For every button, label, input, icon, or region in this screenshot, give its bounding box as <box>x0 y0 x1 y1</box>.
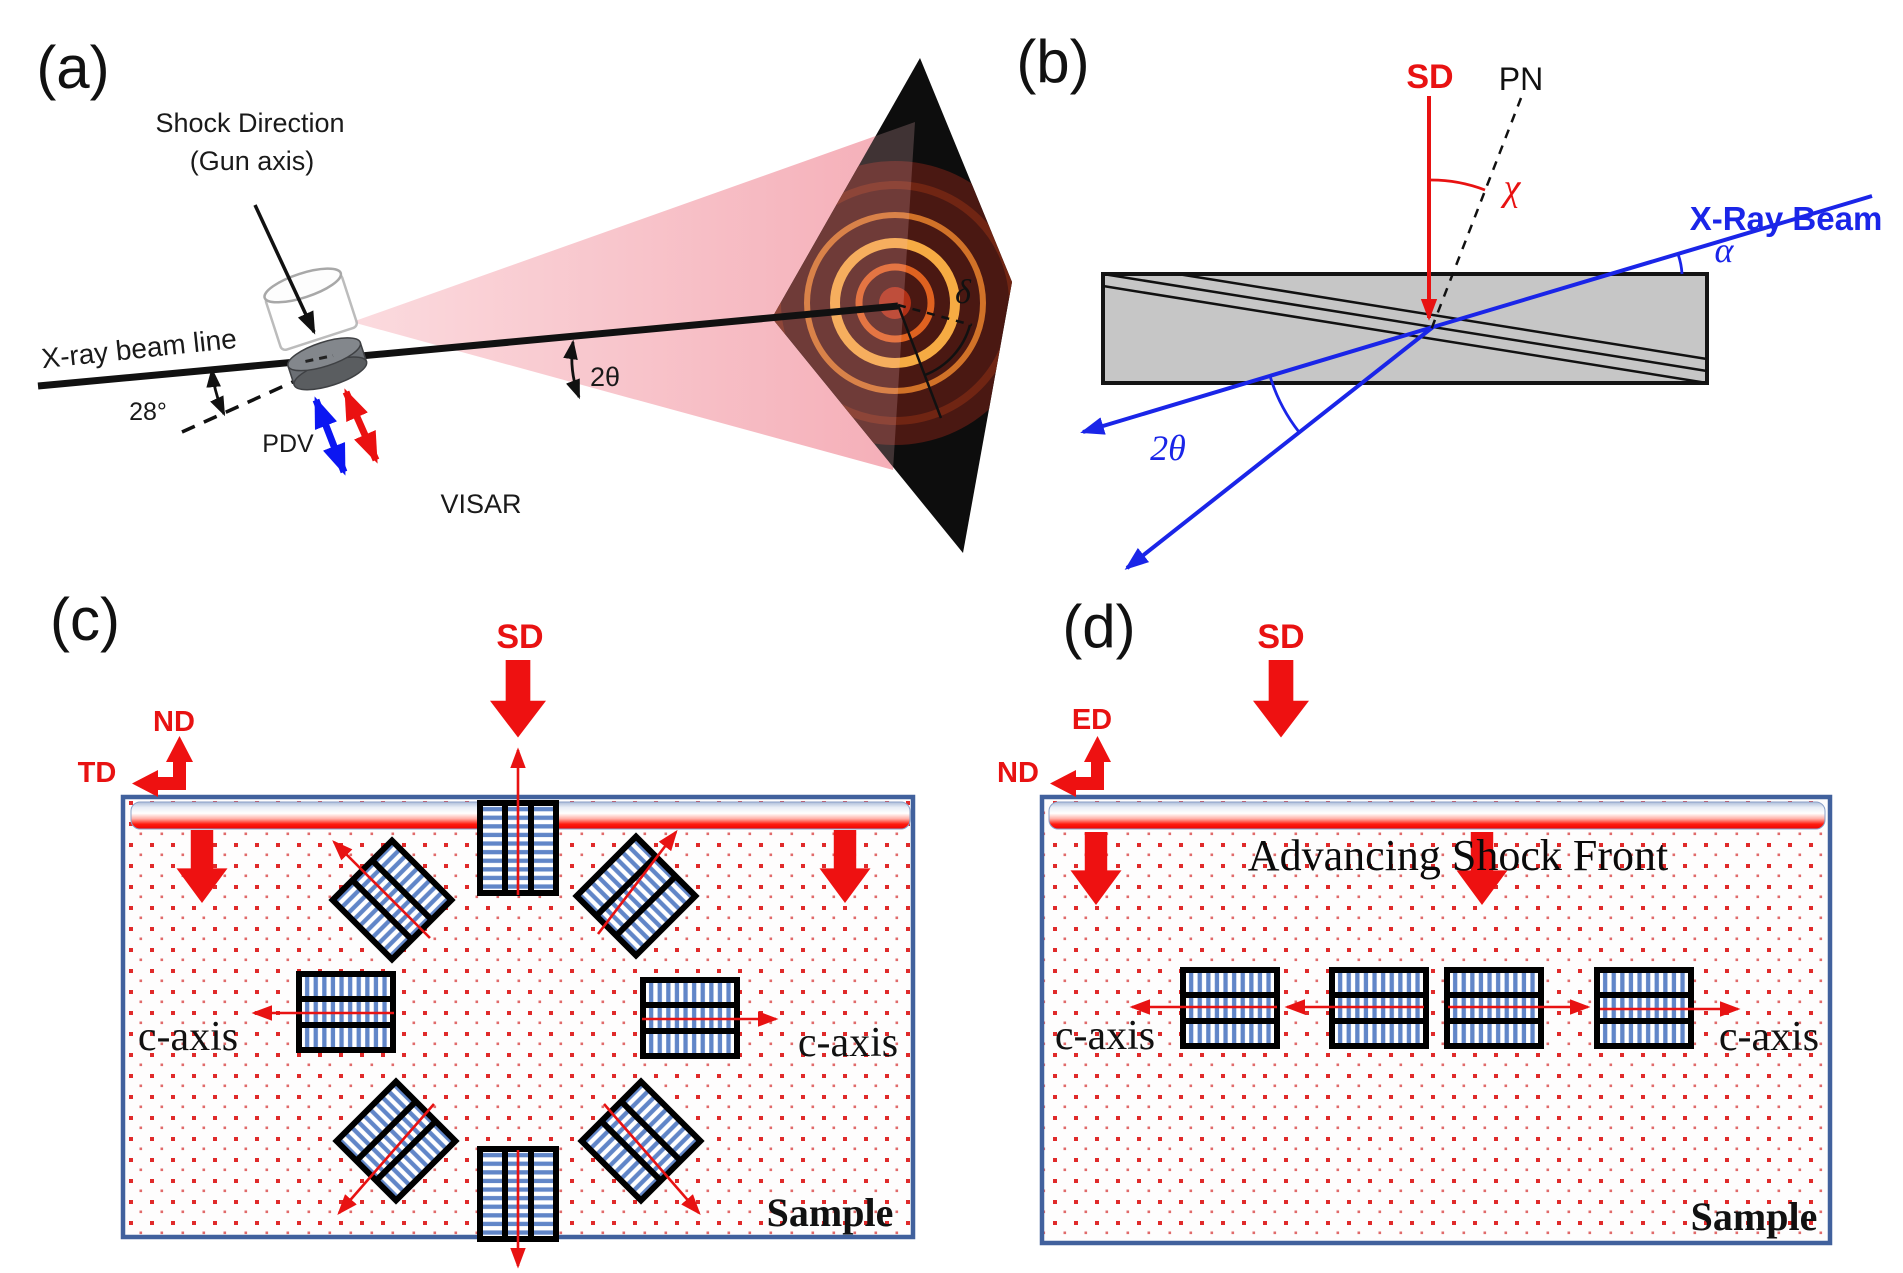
xray-beam-line-shape <box>37 302 899 390</box>
shock-front-bar-d <box>1048 801 1826 830</box>
alpha-label: α <box>1715 230 1735 270</box>
two-theta-arc-a <box>563 339 581 400</box>
sample-disk-icon <box>287 337 368 391</box>
c-axis-arrows-c <box>251 747 779 1269</box>
alpha-arc <box>1676 253 1684 275</box>
panel-a-label: (a) <box>36 34 109 101</box>
pn-label: PN <box>1499 61 1543 97</box>
ed-label-d: ED <box>1072 704 1112 736</box>
plane-normal-dashed-line <box>1429 97 1523 331</box>
xray-beam-label: X-Ray Beam <box>1690 200 1883 237</box>
sample-label-d: Sample <box>1691 1194 1818 1239</box>
panel-d: (d) SD ED ND Advancing Shock Front c-axi… <box>997 593 1833 1246</box>
panel-a: (a) Shock Direction (Gun axis) X-ray bea… <box>36 34 1012 553</box>
sd-label-b: SD <box>1406 58 1453 96</box>
visar-double-arrow-icon <box>342 388 380 464</box>
advancing-shock-front-label: Advancing Shock Front <box>1248 831 1668 880</box>
td-label-c: TD <box>78 757 117 789</box>
chi-arc <box>1429 178 1486 192</box>
panel-b: (b) SD PN χ X-Ray Beam α 2θ <box>1016 28 1883 570</box>
panel-d-label: (d) <box>1062 593 1135 660</box>
xray-cone-shape <box>352 122 915 470</box>
delta-label: δ <box>955 274 972 311</box>
pdv-label: PDV <box>262 430 314 458</box>
xray-beam-diffracted-arrow <box>1124 325 1435 570</box>
delta-angle-marks <box>896 303 973 419</box>
panel-c: (c) SD ND TD c-axis c-axis Sample <box>50 586 916 1269</box>
nd-label-c: ND <box>153 706 195 738</box>
c-axis-label-left-d: c-axis <box>1055 1013 1155 1059</box>
c-axis-label-right-c: c-axis <box>798 1020 898 1066</box>
sample-box-d <box>1039 794 1833 1246</box>
pdv-double-arrow-icon <box>312 396 348 476</box>
shock-direction-arrow <box>253 204 316 335</box>
angle-28-label: 28° <box>129 398 167 426</box>
two-theta-arc-b <box>1268 375 1301 433</box>
c-axis-label-left-c: c-axis <box>138 1014 238 1060</box>
shock-direction-label: Shock Direction <box>155 108 344 138</box>
two-theta-label-b: 2θ <box>1150 428 1186 468</box>
sample-label-c: Sample <box>767 1190 894 1235</box>
c-axis-label-right-d: c-axis <box>1719 1014 1819 1060</box>
nd-label-d: ND <box>997 757 1039 789</box>
chi-label: χ <box>1500 167 1522 209</box>
visar-label: VISAR <box>440 489 521 519</box>
c-axis-arrows-d <box>1129 999 1741 1017</box>
sample-slab <box>1101 272 1709 385</box>
two-theta-label-a: 2θ <box>590 362 620 392</box>
gun-axis-label: (Gun axis) <box>190 146 315 176</box>
sd-label-c: SD <box>496 618 543 656</box>
angle-28-arc <box>206 367 226 417</box>
panel-b-label: (b) <box>1016 28 1089 95</box>
panel-c-label: (c) <box>50 586 120 653</box>
sd-label-d: SD <box>1257 618 1304 656</box>
